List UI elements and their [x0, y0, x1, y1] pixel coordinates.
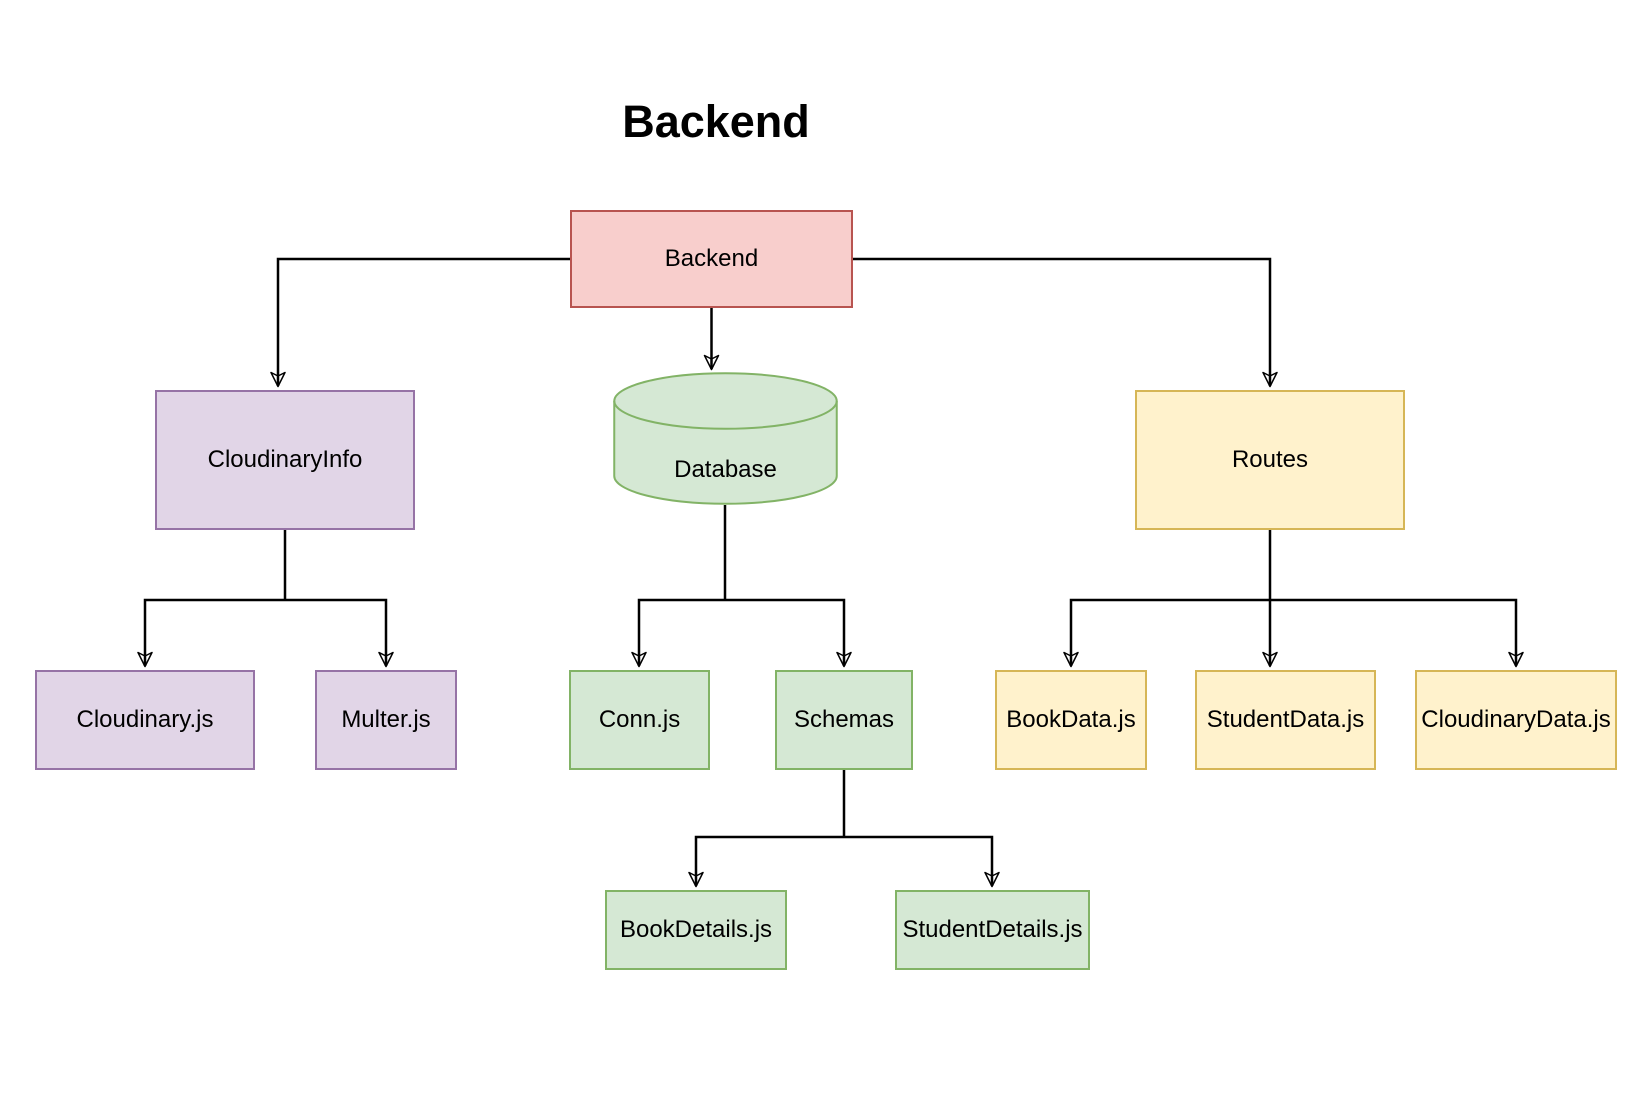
node-studentdata-js: StudentData.js: [1195, 670, 1376, 770]
edge-routes-cloudinarydata-js: [1270, 598, 1524, 668]
node-conn-js: Conn.js: [569, 670, 710, 770]
node-bookdata-js: BookData.js: [995, 670, 1147, 770]
edge-cloudinaryinfo-cloudinary-js: [137, 598, 285, 668]
edge-database-conn-js: [631, 598, 725, 668]
node-schemas-label: Schemas: [793, 706, 895, 733]
node-schemas: Schemas: [775, 670, 913, 770]
node-database: Database: [613, 372, 838, 505]
node-backend-label: Backend: [664, 245, 759, 272]
edge-backend-routes: [853, 257, 1278, 388]
edge-backend-cloudinaryinfo: [270, 257, 570, 388]
node-multer-js-label: Multer.js: [341, 706, 431, 733]
edge-cloudinaryinfo-multer-js: [285, 598, 394, 668]
edge-routes-bookdata-js: [1063, 598, 1270, 668]
node-multer-js: Multer.js: [315, 670, 457, 770]
node-cloudinarydata-js-label: CloudinaryData.js: [1421, 706, 1611, 733]
node-bookdetails-js: BookDetails.js: [605, 890, 787, 970]
node-bookdetails-js-label: BookDetails.js: [619, 916, 773, 943]
edge-database-schemas: [725, 598, 852, 668]
edge-schemas-bookdetails-js: [688, 835, 844, 888]
node-routes: Routes: [1135, 390, 1405, 530]
node-studentdetails-js: StudentDetails.js: [895, 890, 1090, 970]
edge-schemas-studentdetails-js: [844, 835, 1000, 888]
database-cylinder-icon: [613, 372, 838, 505]
node-routes-label: Routes: [1231, 446, 1309, 473]
node-studentdetails-js-label: StudentDetails.js: [902, 916, 1083, 943]
node-studentdata-js-label: StudentData.js: [1206, 706, 1365, 733]
diagram-title: Backend: [622, 96, 810, 147]
node-cloudinary-js-label: Cloudinary.js: [76, 706, 214, 733]
node-backend: Backend: [570, 210, 853, 308]
node-conn-js-label: Conn.js: [598, 706, 681, 733]
node-bookdata-js-label: BookData.js: [1006, 706, 1136, 733]
node-cloudinarydata-js: CloudinaryData.js: [1415, 670, 1617, 770]
node-cloudinaryinfo-label: CloudinaryInfo: [207, 446, 363, 473]
node-cloudinary-js: Cloudinary.js: [35, 670, 255, 770]
node-cloudinaryinfo: CloudinaryInfo: [155, 390, 415, 530]
node-database-label: Database: [674, 455, 777, 483]
